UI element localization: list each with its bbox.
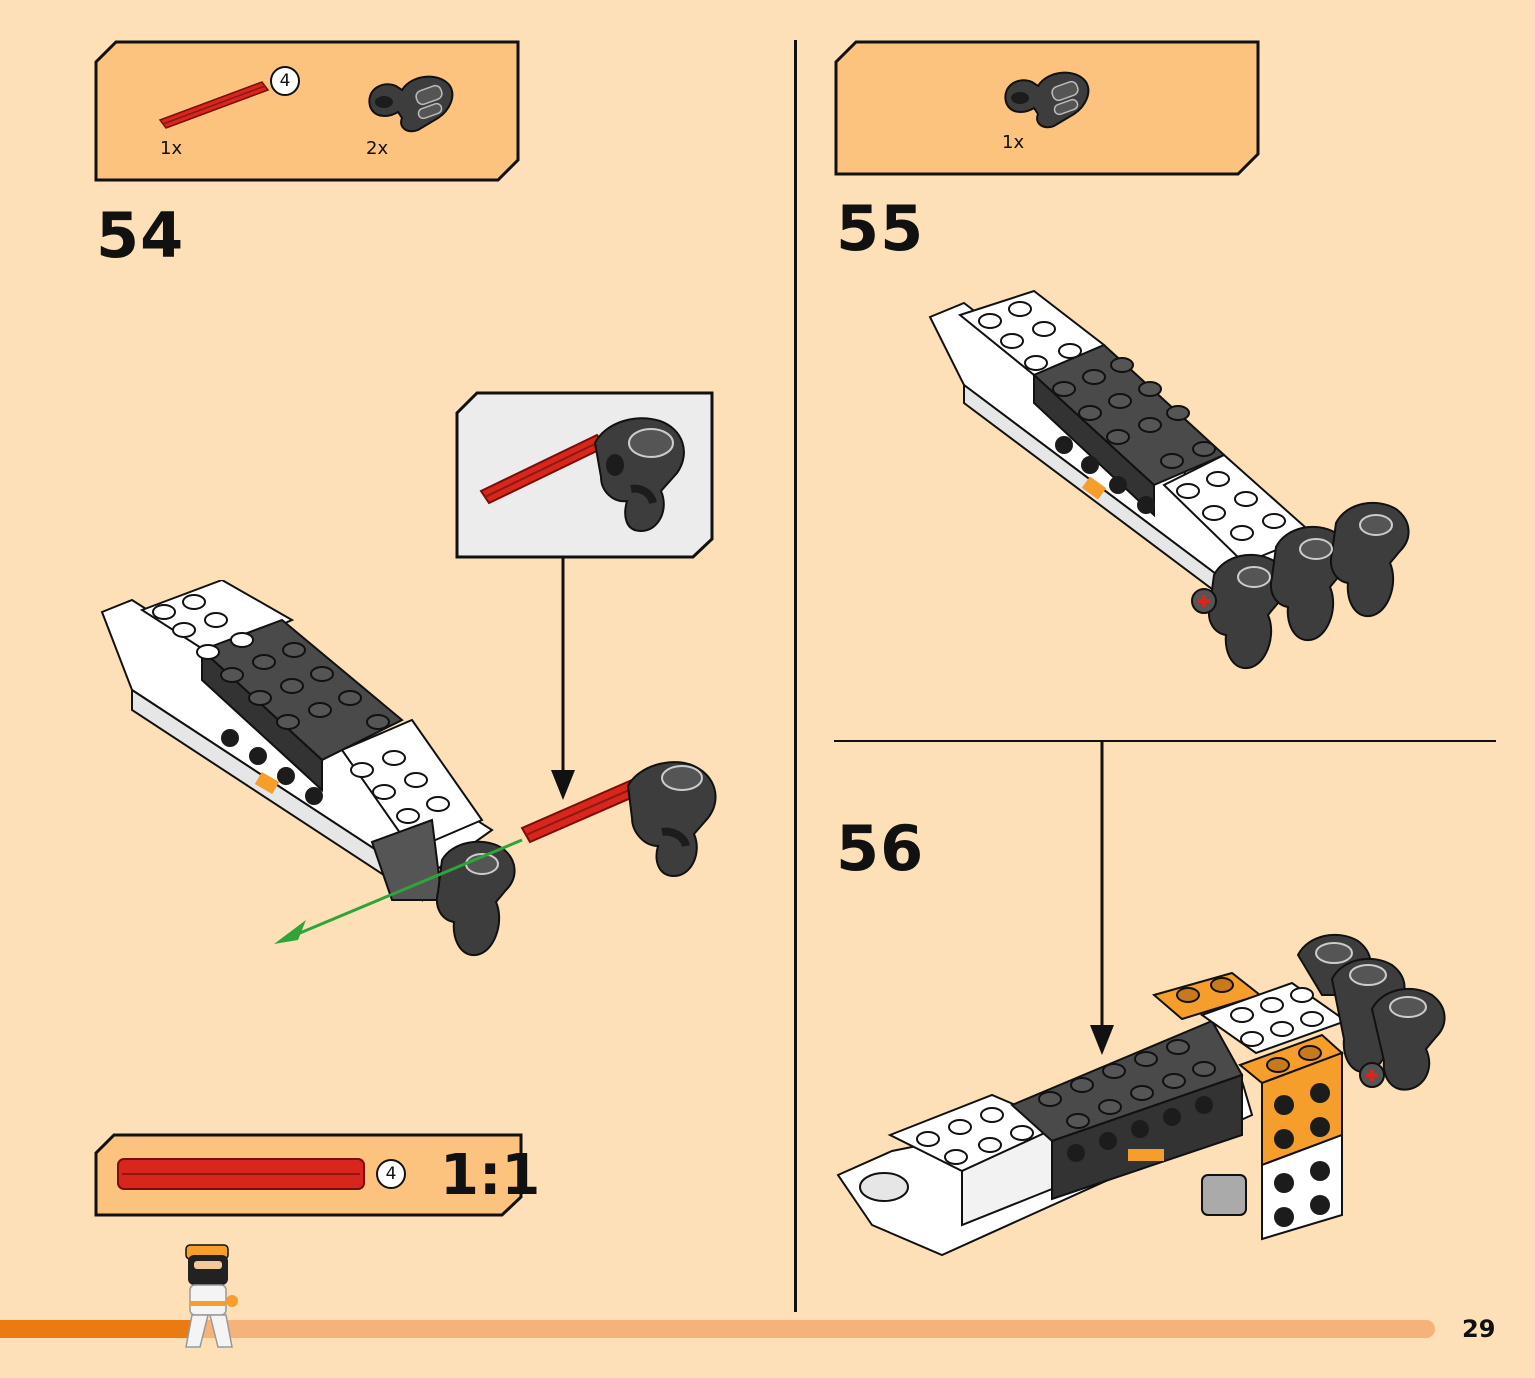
part-qty: 2x bbox=[366, 138, 389, 159]
step56-model-illustration bbox=[836, 933, 1446, 1257]
step54-parts-callout: 4 1x 2x bbox=[94, 40, 521, 182]
step-number: 56 bbox=[836, 812, 925, 885]
step55-parts-callout: 1x bbox=[834, 40, 1261, 176]
step-number: 55 bbox=[836, 192, 925, 265]
step54-model-illustration bbox=[100, 580, 717, 957]
black-connector-icon bbox=[1004, 71, 1090, 129]
page-number: 29 bbox=[1462, 1315, 1496, 1343]
step-number: 54 bbox=[96, 199, 185, 272]
progress-track bbox=[0, 1320, 1435, 1338]
down-arrow-icon bbox=[551, 558, 575, 800]
black-connector-icon bbox=[368, 75, 454, 133]
red-axle-icon bbox=[158, 81, 270, 129]
column-divider bbox=[794, 40, 797, 1312]
ninja-character-icon bbox=[185, 1244, 238, 1348]
part-qty: 1x bbox=[1002, 132, 1025, 153]
down-arrow-icon bbox=[1090, 741, 1114, 1055]
subassembly-inset bbox=[455, 391, 715, 559]
scale-label: 1:1 bbox=[440, 1143, 541, 1208]
step-divider bbox=[834, 740, 1496, 742]
axle-length-badge: 4 bbox=[270, 66, 300, 96]
axle-length-badge: 4 bbox=[376, 1159, 406, 1189]
step55-model-illustration bbox=[928, 289, 1410, 670]
axle-scale-callout: 4 1:1 bbox=[94, 1133, 540, 1217]
part-qty: 1x bbox=[160, 138, 183, 159]
progress-fill bbox=[0, 1320, 201, 1338]
